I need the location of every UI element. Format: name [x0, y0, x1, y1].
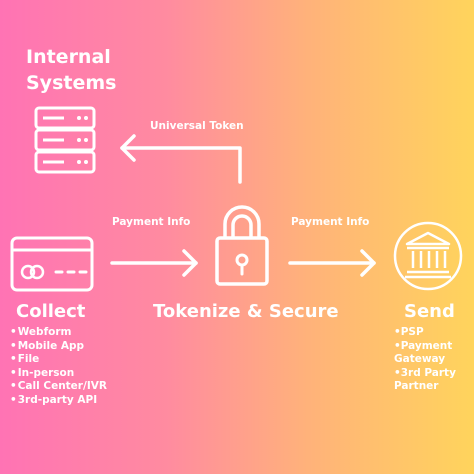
- send-item: •3rd Party: [394, 366, 456, 379]
- internal-systems-title: Internal Systems: [26, 44, 116, 96]
- payment-info-label-left: Payment Info: [112, 216, 191, 228]
- collect-item: File: [10, 353, 107, 367]
- collect-item: Mobile App: [10, 340, 107, 354]
- internal-systems-title-line2: Systems: [26, 72, 117, 94]
- internal-systems-title-line1: Internal: [26, 46, 111, 68]
- tokenize-title: Tokenize & Secure: [153, 301, 339, 322]
- send-item-continued: Partner: [394, 380, 439, 392]
- collect-item: Call Center/IVR: [10, 380, 107, 394]
- payment-info-label-right: Payment Info: [291, 216, 370, 228]
- collect-item: Webform: [10, 326, 107, 340]
- server-icon: [34, 106, 96, 174]
- send-list: •PSP •Payment Gateway •3rd Party Partner: [394, 326, 456, 394]
- collect-item: 3rd-party API: [10, 394, 107, 408]
- send-title: Send: [404, 301, 455, 322]
- collect-list: Webform Mobile App File In-person Call C…: [10, 326, 107, 407]
- send-item-continued: Gateway: [394, 353, 446, 365]
- collect-item: In-person: [10, 367, 107, 381]
- credit-card-icon: [10, 236, 94, 292]
- send-item: •Payment: [394, 339, 453, 352]
- universal-token-label: Universal Token: [150, 120, 244, 132]
- bank-icon: [393, 221, 463, 291]
- send-item: •PSP: [394, 326, 424, 338]
- padlock-icon: [215, 205, 269, 286]
- collect-title: Collect: [16, 301, 86, 322]
